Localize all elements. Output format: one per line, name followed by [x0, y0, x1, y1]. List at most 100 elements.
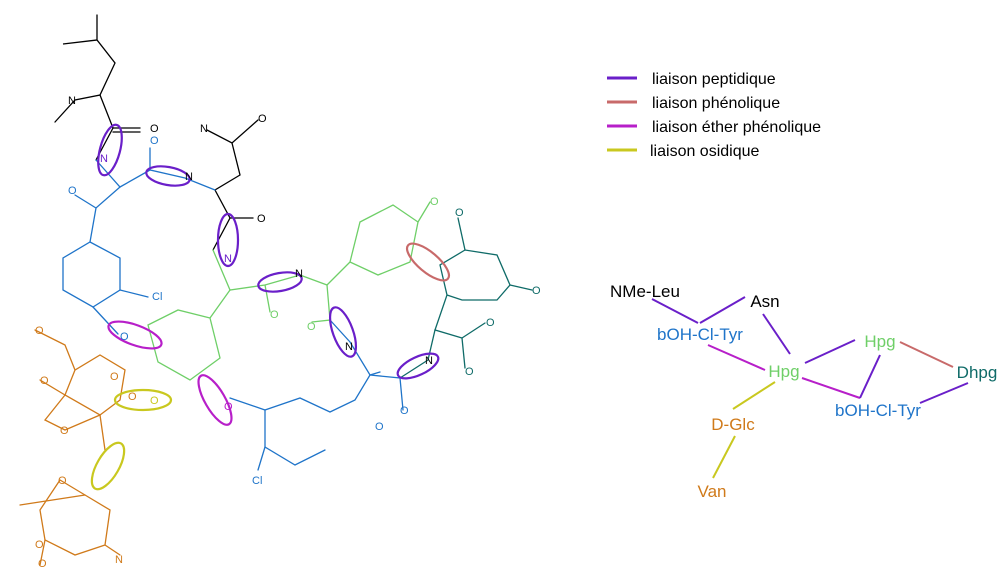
atom-label-19: O — [465, 366, 474, 378]
tyr2-cl-bond — [257, 446, 266, 471]
atom-label-23: O — [375, 421, 384, 433]
graph-edge-hpg1-dglc — [732, 381, 776, 410]
hpg1-carbonyl — [264, 284, 271, 313]
tyr1-hydroxyl — [74, 186, 121, 209]
graph-edge-tyr1-hpg1 — [707, 344, 766, 371]
legend: liaison peptidique liaison phénolique li… — [607, 71, 821, 160]
tyr1-ether-bond — [92, 306, 119, 335]
highlight-phenolic — [405, 242, 451, 282]
graph-edge-hpg2-tyr2 — [859, 354, 881, 399]
van-oh — [39, 539, 46, 566]
atom-label-21: N — [425, 355, 433, 367]
dhpg-carboxyl — [461, 322, 486, 339]
graph-edge-hpg1-tyr2 — [801, 377, 861, 399]
atom-label-10: O — [120, 331, 129, 343]
hpg1-backbone — [212, 249, 301, 291]
legend-label-osidic: liaison osidique — [650, 143, 760, 160]
atom-label-5: N — [100, 153, 108, 165]
graph-edge-tyr1-asn — [699, 296, 746, 324]
tyr1-cl-bond — [119, 289, 149, 298]
node-nmeleu: NMe-Leu — [610, 282, 680, 301]
node-d-glc: D-Glc — [711, 415, 755, 434]
highlight-osidic-2 — [90, 441, 126, 491]
dhpg-oh1 — [457, 217, 466, 251]
hpg2-backbone — [299, 274, 331, 323]
atom-label-4: O — [257, 213, 266, 225]
graph-edge-asn-hpg1 — [762, 313, 791, 355]
residue-graph-edges — [651, 296, 969, 479]
atom-label-20: N — [345, 341, 353, 353]
van-amine — [104, 544, 121, 556]
atom-label-12: N — [295, 268, 303, 280]
atom-label-3: O — [258, 113, 267, 125]
atom-label-25: Cl — [252, 475, 262, 487]
dhpg-oh2 — [509, 284, 533, 291]
tyr1-link — [89, 207, 97, 243]
tyr1-ring — [62, 241, 121, 308]
highlight-osidic-1 — [113, 388, 173, 412]
highlight-peptide-5 — [328, 306, 358, 358]
tyr2-ether-bond — [229, 397, 266, 411]
graph-edge-hpg2-dhpg — [899, 341, 954, 368]
highlight-peptide-2 — [145, 165, 191, 187]
hpg2-hydroxyl — [417, 201, 431, 223]
atom-label-30: O — [150, 395, 159, 407]
atom-label-32: O — [58, 475, 67, 487]
highlight-peptide-1 — [97, 123, 123, 177]
atom-label-28: O — [40, 375, 49, 387]
atom-label-26: O — [35, 325, 44, 337]
residue-graph-nodes: NMe-Leu Asn bOH-Cl-Tyr Hpg Hpg Dhpg bOH-… — [610, 282, 997, 501]
highlight-peptide-6 — [396, 352, 440, 380]
legend-label-phenolic: liaison phénolique — [652, 95, 780, 112]
van-ring — [39, 479, 111, 556]
tyr2-ring — [264, 374, 371, 466]
highlight-peptide-4 — [257, 271, 303, 293]
node-van: Van — [698, 482, 727, 501]
atom-label-6: O — [150, 135, 159, 147]
atom-label-29: O — [60, 425, 69, 437]
graph-edge-dglc-van — [712, 435, 736, 479]
atom-label-8: O — [68, 185, 77, 197]
hpg2-ring — [326, 204, 419, 286]
leu-sidechain — [54, 14, 116, 123]
tyr1-backbone — [95, 159, 216, 191]
asn-amide — [206, 119, 259, 144]
legend-label-peptide: liaison peptidique — [652, 71, 776, 88]
node-boh-cl-tyr-1: bOH-Cl-Tyr — [657, 325, 743, 344]
atom-label-1: O — [150, 123, 159, 135]
tyr2-carbonyl — [369, 374, 404, 411]
legend-label-ether: liaison éther phénolique — [652, 119, 821, 136]
atom-label-18: O — [486, 317, 495, 329]
atom-label-24: O — [224, 401, 233, 413]
node-hpg-1: Hpg — [768, 362, 799, 381]
atom-label-11: N — [224, 253, 232, 265]
atom-label-15: O — [430, 196, 439, 208]
atom-label-2: N — [200, 123, 208, 135]
tyr2-backbone — [329, 319, 381, 376]
atom-label-9: Cl — [152, 291, 162, 303]
bond-highlights — [90, 123, 451, 491]
van-methyl — [19, 494, 86, 506]
glc-lower — [43, 394, 101, 431]
glc-oh — [39, 379, 66, 396]
node-boh-cl-tyr-2: bOH-Cl-Tyr — [835, 401, 921, 420]
atom-label-0: N — [68, 95, 76, 107]
dhpg-ring — [434, 249, 511, 331]
atom-label-16: O — [455, 207, 464, 219]
glc-link — [99, 414, 106, 451]
graph-edge-tyr2-dhpg — [919, 382, 969, 404]
node-dhpg: Dhpg — [957, 363, 998, 382]
atom-label-35: N — [115, 554, 123, 566]
highlight-ether-2 — [197, 374, 233, 426]
graph-edge-nmeleu-tyr1 — [651, 298, 699, 324]
node-asn: Asn — [750, 292, 779, 311]
asn-chain — [212, 142, 241, 251]
highlight-ether-1 — [107, 320, 163, 350]
atom-label-14: O — [307, 321, 316, 333]
atom-label-31: O — [128, 391, 137, 403]
atom-label-7: N — [185, 171, 193, 183]
glc-ring — [34, 329, 126, 416]
node-hpg-2: Hpg — [864, 332, 895, 351]
